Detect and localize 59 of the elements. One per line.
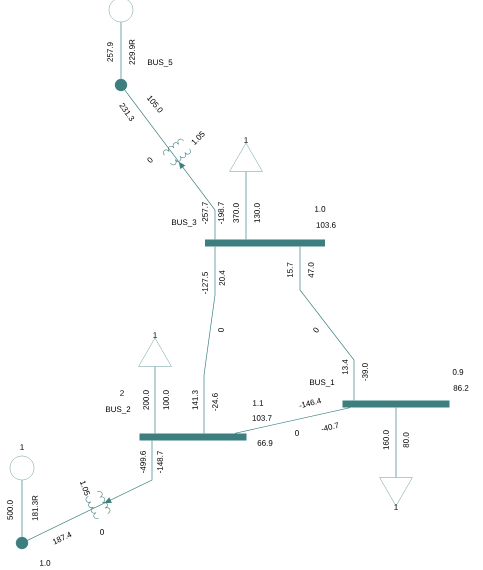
flow-value: 500.0: [7, 500, 13, 520]
unit-count: 1: [244, 137, 248, 143]
unit-count: 1: [394, 504, 398, 510]
bus-label: BUS_2: [106, 406, 130, 414]
flow-value: -198.7: [218, 202, 224, 224]
bus-label: 86.2: [454, 385, 468, 391]
bus-label: 103.7: [252, 415, 272, 421]
flow-value: -127.5: [202, 272, 208, 294]
flow-value: 181.3R: [32, 495, 38, 520]
flow-value: 0: [313, 328, 319, 332]
line: [120, 22, 122, 80]
flow-value: -146.4: [299, 398, 322, 408]
flow-value: 141.3: [192, 390, 198, 410]
flow-value: 1.05: [80, 480, 90, 496]
flow-value: -148.7: [157, 451, 163, 473]
flow-value: 229.9R: [129, 39, 135, 64]
flow-value: 20.4: [219, 270, 225, 286]
flow-value: -499.6: [140, 451, 146, 473]
bus-bar: [205, 240, 325, 246]
line: [300, 246, 354, 401]
bus-label: 103.6: [316, 222, 336, 228]
flow-value: 15.7: [287, 262, 293, 278]
flow-value: 160.0: [383, 430, 389, 450]
flow-value: 0: [100, 529, 104, 535]
flow-value: 80.0: [403, 432, 409, 448]
line: [154, 366, 156, 434]
flow-value: 100.0: [163, 390, 169, 410]
flow-value: 130.0: [254, 203, 260, 222]
line: [204, 246, 216, 434]
flow-value: 0: [147, 157, 153, 163]
bus-node: [16, 536, 28, 550]
flow-value: -40.7: [322, 422, 338, 431]
flow-value: 370.0: [233, 203, 239, 223]
load-triangle: [138, 338, 172, 367]
bus-label: 1.1: [253, 400, 264, 406]
unit-count: 1: [153, 332, 157, 338]
bus-bar: [342, 400, 450, 408]
generator-circle: [10, 456, 34, 480]
flow-value: 47.0: [308, 262, 314, 278]
bus-label: 2: [120, 390, 124, 396]
flow-value: 66.9: [258, 440, 272, 446]
bus-label: 1.0: [315, 206, 326, 212]
bus-label: BUS_5: [148, 59, 172, 67]
line: [124, 90, 216, 240]
flow-value: 0: [218, 328, 224, 332]
bus-label: 1.0: [40, 560, 50, 566]
line: [234, 407, 350, 434]
bus-bar: [140, 434, 246, 440]
bus-label: 0.9: [452, 369, 464, 375]
flow-value: 257.9: [107, 42, 113, 62]
flow-value: 200.0: [143, 390, 149, 410]
bus-label: BUS_1: [310, 379, 334, 387]
line: [27, 440, 152, 541]
flow-value: 0: [295, 430, 299, 436]
bus-label: BUS_3: [172, 219, 196, 227]
load-triangle: [229, 142, 263, 172]
bus-node: [114, 78, 128, 92]
flow-value: -39.0: [362, 363, 368, 381]
unit-count: 1: [20, 444, 24, 450]
